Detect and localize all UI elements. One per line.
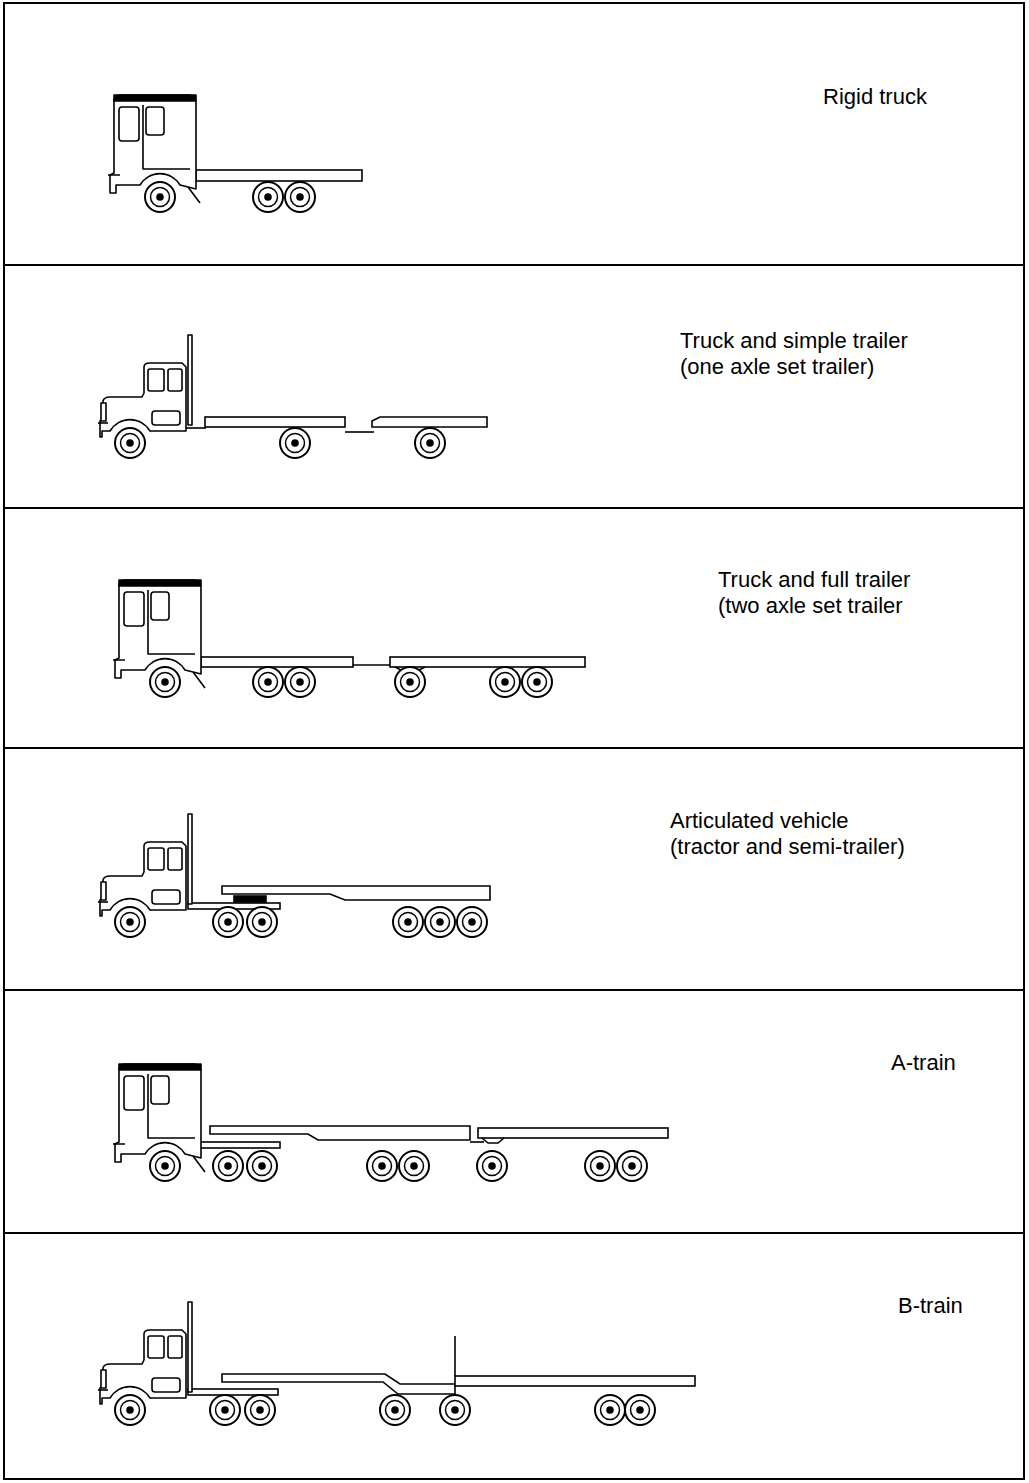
b-train	[98, 1302, 695, 1425]
vehicle-label: Truck and simple trailer (one axle set t…	[680, 328, 910, 380]
vehicle-label: B-train	[898, 1293, 963, 1319]
vehicle-label: A-train	[891, 1050, 956, 1076]
articulated-vehicle	[98, 814, 490, 937]
truck-simple-trailer	[98, 335, 487, 458]
panel-dividers	[4, 265, 1024, 1233]
outer-frame	[4, 3, 1024, 1479]
rigid-truck	[108, 95, 362, 212]
truck-full-trailer	[113, 580, 585, 697]
vehicle-label: Rigid truck	[823, 84, 927, 110]
vehicle-label: Articulated vehicle (tractor and semi-tr…	[670, 808, 907, 860]
a-train	[113, 1064, 668, 1181]
vehicle-label: Truck and full trailer (two axle set tra…	[718, 567, 913, 619]
